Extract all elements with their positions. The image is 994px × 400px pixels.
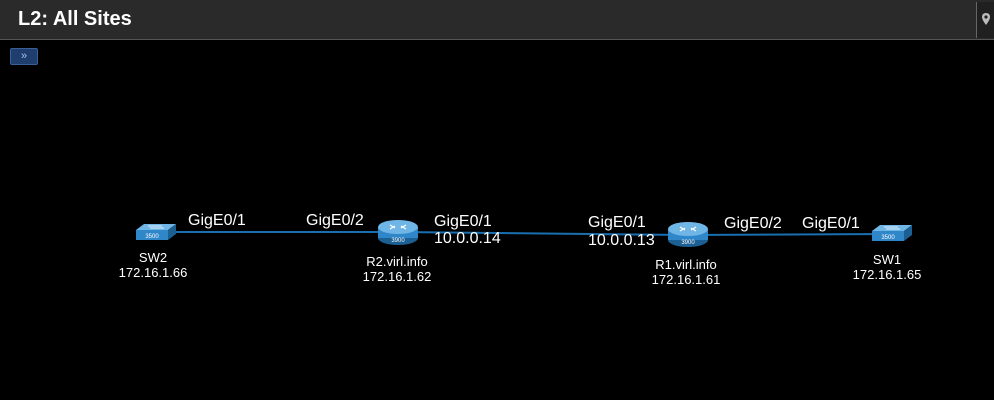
router-icon[interactable]: 3900 [378, 220, 418, 245]
node-name: R2.virl.info [366, 254, 428, 269]
link-r1-sw1[interactable] [687, 233, 893, 236]
chevron-double-right-icon: » [20, 50, 28, 62]
interface-label: GigE0/1 [434, 213, 492, 230]
node-ip: 172.16.1.61 [651, 272, 721, 287]
device-model-label: 3900 [391, 238, 405, 244]
switch-icon[interactable]: 3500 [136, 224, 176, 240]
node-name: SW2 [138, 250, 168, 265]
node-label-r2: R2.virl.info 172.16.1.62 [363, 254, 432, 284]
link-r2-r1[interactable] [397, 231, 689, 236]
node-ip: 172.16.1.66 [118, 265, 188, 280]
node-label-sw1: SW1 172.16.1.65 [853, 252, 922, 282]
node-label-r1: R1.virl.info 172.16.1.61 [652, 257, 721, 287]
interface-label: GigE0/1 [188, 212, 246, 229]
device-model-label: 3900 [681, 240, 695, 246]
node-name: R1.virl.info [655, 257, 717, 272]
interface-ip-label: 10.0.0.14 [434, 230, 501, 247]
interface-label: GigE0/2 [306, 212, 364, 229]
node-ip: 172.16.1.65 [852, 267, 922, 282]
title-bar: L2: All Sites [0, 0, 994, 40]
interface-label: GigE0/1 [588, 214, 646, 231]
pin-icon [982, 13, 990, 25]
node-ip: 172.16.1.62 [362, 269, 432, 284]
interface-label: GigE0/1 [802, 215, 860, 232]
expand-panel-button[interactable]: » [10, 48, 38, 65]
interface-label: GigE0/2 [724, 215, 782, 232]
node-label-sw2: SW2 172.16.1.66 [119, 250, 188, 280]
router-icon[interactable]: 3900 [668, 222, 708, 247]
topology-canvas[interactable] [5, 40, 994, 400]
switch-icon[interactable]: 3500 [872, 225, 912, 241]
node-name: SW1 [872, 252, 902, 267]
page-title: L2: All Sites [18, 8, 132, 30]
interface-ip-label: 10.0.0.13 [588, 232, 655, 249]
pin-button[interactable] [976, 2, 994, 38]
device-model-label: 3500 [881, 235, 895, 241]
device-model-label: 3500 [145, 234, 159, 240]
